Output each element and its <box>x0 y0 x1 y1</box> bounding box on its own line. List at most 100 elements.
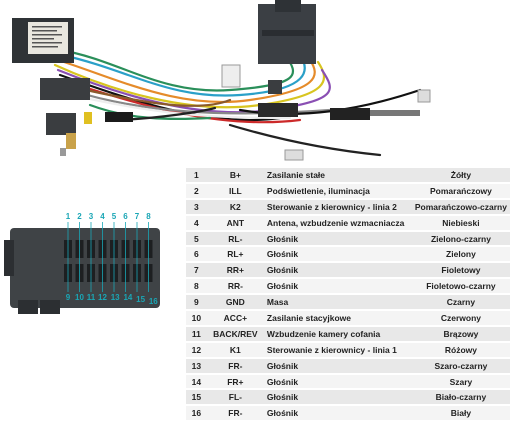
pin-number-cell: 13 <box>186 358 207 374</box>
pin-description-cell: Głośnik <box>263 358 412 374</box>
pin-code-cell: GND <box>206 295 264 311</box>
wire-color-cell: Pomarańczowy <box>411 183 510 199</box>
pin-code-cell: ILL <box>206 183 264 199</box>
pin-code-cell: FR- <box>206 358 264 374</box>
pin-number-label: 15 <box>136 295 145 304</box>
wiring-harness-photo <box>12 0 431 161</box>
pin-code-cell: RL+ <box>206 247 264 263</box>
wire-color-cell: Biało-czarny <box>411 390 510 406</box>
wire-color-cell: Szary <box>411 374 510 390</box>
wire-color-cell: Fioletowy <box>411 263 510 279</box>
pin-number-cell: 8 <box>186 279 207 295</box>
pin-number-label: 8 <box>146 212 151 221</box>
pin-number-cell: 1 <box>186 168 207 183</box>
pin-number-cell: 11 <box>186 326 207 342</box>
pin-description-cell: Głośnik <box>263 279 412 295</box>
pin-code-cell: RR+ <box>206 263 264 279</box>
pin-code-cell: RL- <box>206 231 264 247</box>
wire-color-cell: Zielony <box>411 247 510 263</box>
pin-description-cell: Głośnik <box>263 247 412 263</box>
wire-color-cell: Brązowy <box>411 326 510 342</box>
pin-number-label: 3 <box>89 212 94 221</box>
wire-color-cell: Czerwony <box>411 311 510 326</box>
pin-description-cell: Masa <box>263 295 412 311</box>
pin-leader-lines <box>67 222 149 292</box>
wire-color-cell: Niebieski <box>411 215 510 231</box>
pin-number-label: 6 <box>123 212 128 221</box>
pin-number-label: 7 <box>135 212 140 221</box>
pin-number-label: 5 <box>112 212 117 221</box>
pin-code-cell: RR- <box>206 279 264 295</box>
pin-code-cell: FR- <box>206 406 264 422</box>
wire-color-cell: Pomarańczowo-czarny <box>411 199 510 215</box>
pin-number-cell: 10 <box>186 311 207 326</box>
pin-description-cell: Głośnik <box>263 406 412 422</box>
pin-number-cell: 15 <box>186 390 207 406</box>
pin-number-cell: 3 <box>186 199 207 215</box>
pin-number-cell: 2 <box>186 183 207 199</box>
wire-color-cell: Fioletowo-czarny <box>411 279 510 295</box>
pin-number-cell: 12 <box>186 342 207 358</box>
pin-number-cell: 4 <box>186 215 207 231</box>
wire-color-cell: Żółty <box>411 168 510 183</box>
pin-description-cell: Wzbudzenie kamery cofania <box>263 326 412 342</box>
pin-number-cell: 9 <box>186 295 207 311</box>
pin-number-label: 1 <box>66 212 71 221</box>
pin-number-cell: 5 <box>186 231 207 247</box>
pin-number-cell: 6 <box>186 247 207 263</box>
wire-color-cell: Zielono-czarny <box>411 231 510 247</box>
wire-color-cell: Biały <box>411 406 510 422</box>
pin-number-label: 10 <box>75 293 84 302</box>
pin-description-cell: Głośnik <box>263 374 412 390</box>
pin-number-label: 4 <box>100 212 105 221</box>
pin-code-cell: K1 <box>206 342 264 358</box>
pin-number-cell: 14 <box>186 374 207 390</box>
pin-number-label: 13 <box>111 293 120 302</box>
pin-code-cell: BACK/REV <box>206 326 264 342</box>
pin-code-cell: FR+ <box>206 374 264 390</box>
wire-color-cell: Czarny <box>411 295 510 311</box>
pin-number-label: 12 <box>98 293 107 302</box>
pin-code-cell: ANT <box>206 215 264 231</box>
pin-number-cell: 7 <box>186 263 207 279</box>
pin-number-label: 9 <box>66 293 71 302</box>
pin-description-cell: Zasilanie stacyjkowe <box>263 311 412 326</box>
pin-code-cell: ACC+ <box>206 311 264 326</box>
pin-number-cell: 16 <box>186 406 207 422</box>
pin-description-cell: Podświetlenie, iluminacja <box>263 183 412 199</box>
pin-description-cell: Sterowanie z kierownicy - linia 2 <box>263 199 412 215</box>
wire-color-cell: Szaro-czarny <box>411 358 510 374</box>
pin-description-cell: Zasilanie stałe <box>263 168 412 183</box>
pin-code-cell: B+ <box>206 168 264 183</box>
pin-number-label: 14 <box>123 293 132 302</box>
pin-number-label: 2 <box>77 212 82 221</box>
pin-number-label: 11 <box>87 293 96 302</box>
pin-description-cell: Głośnik <box>263 263 412 279</box>
pin-number-label: 16 <box>149 297 158 306</box>
pin-code-cell: FL- <box>206 390 264 406</box>
pin-description-cell: Sterowanie z kierownicy - linia 1 <box>263 342 412 358</box>
wire-color-cell: Różowy <box>411 342 510 358</box>
pin-description-cell: Antena, wzbudzenie wzmacniacza <box>263 215 412 231</box>
pin-description-cell: Głośnik <box>263 231 412 247</box>
